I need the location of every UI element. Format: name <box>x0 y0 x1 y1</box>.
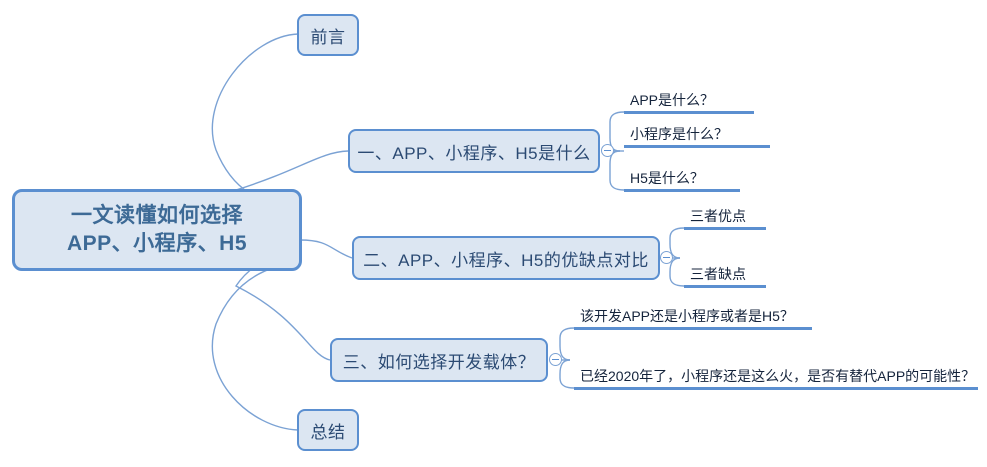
collapse-minus-icon-pros-cons[interactable] <box>660 251 673 264</box>
leaf-label: 三者优点 <box>690 208 746 225</box>
branch-node-how-to-choose[interactable]: 三、如何选择开发载体？ <box>330 338 548 382</box>
leaf-node-choose-which[interactable]: 该开发APP还是小程序或者是H5？ <box>574 308 812 330</box>
edge-pros-cons-child2 <box>669 257 685 287</box>
leaf-node-replace-app[interactable]: 已经2020年了，小程序还是这么火，是否有替代APP的可能性？ <box>574 368 978 390</box>
edge-root-preface <box>211 33 301 209</box>
leaf-node-what-is-miniprogram[interactable]: 小程序是什么？ <box>624 126 770 148</box>
leaf-label: 三者缺点 <box>690 266 746 283</box>
leaf-label: 已经2020年了，小程序还是这么火，是否有替代APP的可能性？ <box>580 368 976 385</box>
leaf-node-pros[interactable]: 三者优点 <box>684 208 766 230</box>
edge-root-pros-cons <box>299 239 353 259</box>
leaf-underline <box>684 285 766 288</box>
leaf-underline <box>624 145 770 148</box>
minus-glyph <box>663 257 670 258</box>
leaf-label: 小程序是什么？ <box>630 126 728 143</box>
leaf-label: 该开发APP还是小程序或者是H5？ <box>580 308 794 325</box>
collapse-minus-icon-what-is[interactable] <box>601 144 614 157</box>
minus-glyph <box>552 359 559 360</box>
branch-node-what-is[interactable]: 一、APP、小程序、H5是什么 <box>348 129 600 173</box>
leaf-underline <box>624 111 754 114</box>
root-node[interactable]: 一文读懂如何选择 APP、小程序、H5 <box>12 189 302 271</box>
edge-how-to-choose-child2 <box>559 359 575 389</box>
minus-glyph <box>604 150 611 151</box>
edge-how-to-choose-child1 <box>559 327 575 361</box>
leaf-underline <box>574 327 812 330</box>
leaf-label: H5是什么？ <box>630 170 704 187</box>
branch-node-pros-cons[interactable]: 二、APP、小程序、H5的优缺点对比 <box>352 236 660 280</box>
leaf-node-what-is-app[interactable]: APP是什么？ <box>624 92 754 114</box>
leaf-node-cons[interactable]: 三者缺点 <box>684 266 766 288</box>
leaf-underline <box>574 387 978 390</box>
edge-root-summary <box>211 261 301 431</box>
leaf-underline <box>684 227 766 230</box>
edge-what-is-child3 <box>609 150 625 191</box>
branch-node-summary[interactable]: 总结 <box>297 409 359 451</box>
branch-node-preface[interactable]: 前言 <box>297 14 359 56</box>
leaf-underline <box>624 189 740 192</box>
collapse-minus-icon-how-to-choose[interactable] <box>549 353 562 366</box>
leaf-label: APP是什么？ <box>630 92 715 109</box>
leaf-node-what-is-h5[interactable]: H5是什么？ <box>624 170 740 192</box>
